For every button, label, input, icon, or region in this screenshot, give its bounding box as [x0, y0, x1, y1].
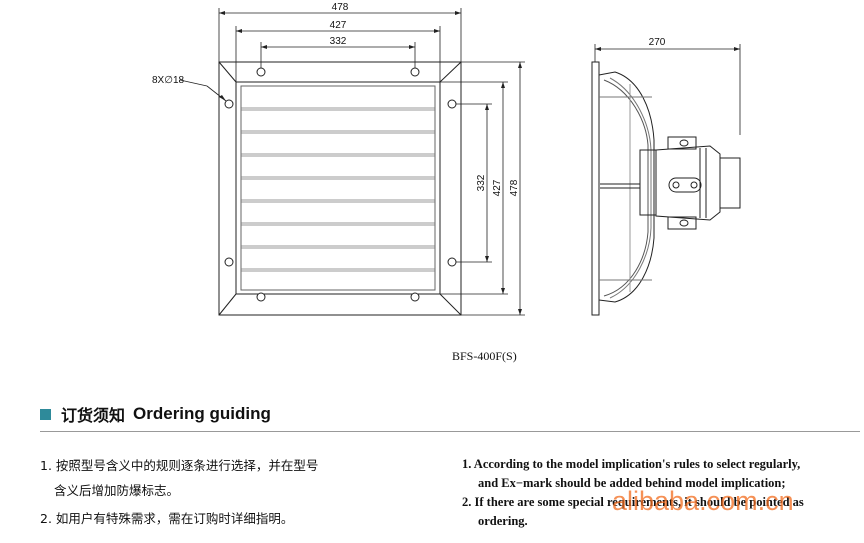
technical-drawing: 478 427 332 8X∅18 332 427 478 270	[152, 2, 741, 316]
dim-height-mid: 427	[492, 179, 503, 196]
note-en-2: 2. If there are some special requirement…	[462, 495, 804, 509]
note-en-1: 1. According to the model implication's …	[462, 457, 801, 471]
arrowheads	[219, 11, 740, 315]
section-heading: 订货须知 Ordering guiding	[40, 402, 271, 426]
section-title-cn: 订货须知	[61, 406, 126, 425]
section-title-en: Ordering guiding	[133, 404, 271, 423]
note-cn-1: 1. 按照型号含义中的规则逐条进行选择，并在型号	[40, 458, 319, 473]
louver-slats	[241, 107, 435, 272]
dim-height-outer: 478	[509, 179, 520, 196]
dim-depth: 270	[649, 37, 666, 48]
note-en-2-cont: ordering.	[478, 514, 528, 528]
dim-height-inner: 332	[476, 174, 487, 191]
note-cn-2: 2. 如用户有特殊需求，需在订购时详细指明。	[40, 511, 294, 526]
section-divider	[40, 431, 860, 432]
dim-holes: 8X∅18	[152, 75, 185, 86]
dim-width-mid: 427	[330, 20, 347, 31]
watermark: alibaba.com.cn	[612, 486, 794, 516]
dim-width-inner: 332	[330, 36, 347, 47]
mounting-holes	[224, 67, 457, 302]
outer-frame	[218, 61, 462, 316]
note-en-1-cont: and Ex−mark should be added behind model…	[478, 476, 786, 490]
side-view	[591, 61, 741, 316]
louver-area	[240, 85, 436, 291]
model-label: BFS-400F(S)	[452, 349, 517, 363]
inner-frame	[235, 81, 441, 295]
section-marker-icon	[40, 408, 51, 420]
note-cn-1-cont: 含义后增加防爆标志。	[54, 483, 180, 498]
dim-width-outer: 478	[332, 2, 349, 13]
